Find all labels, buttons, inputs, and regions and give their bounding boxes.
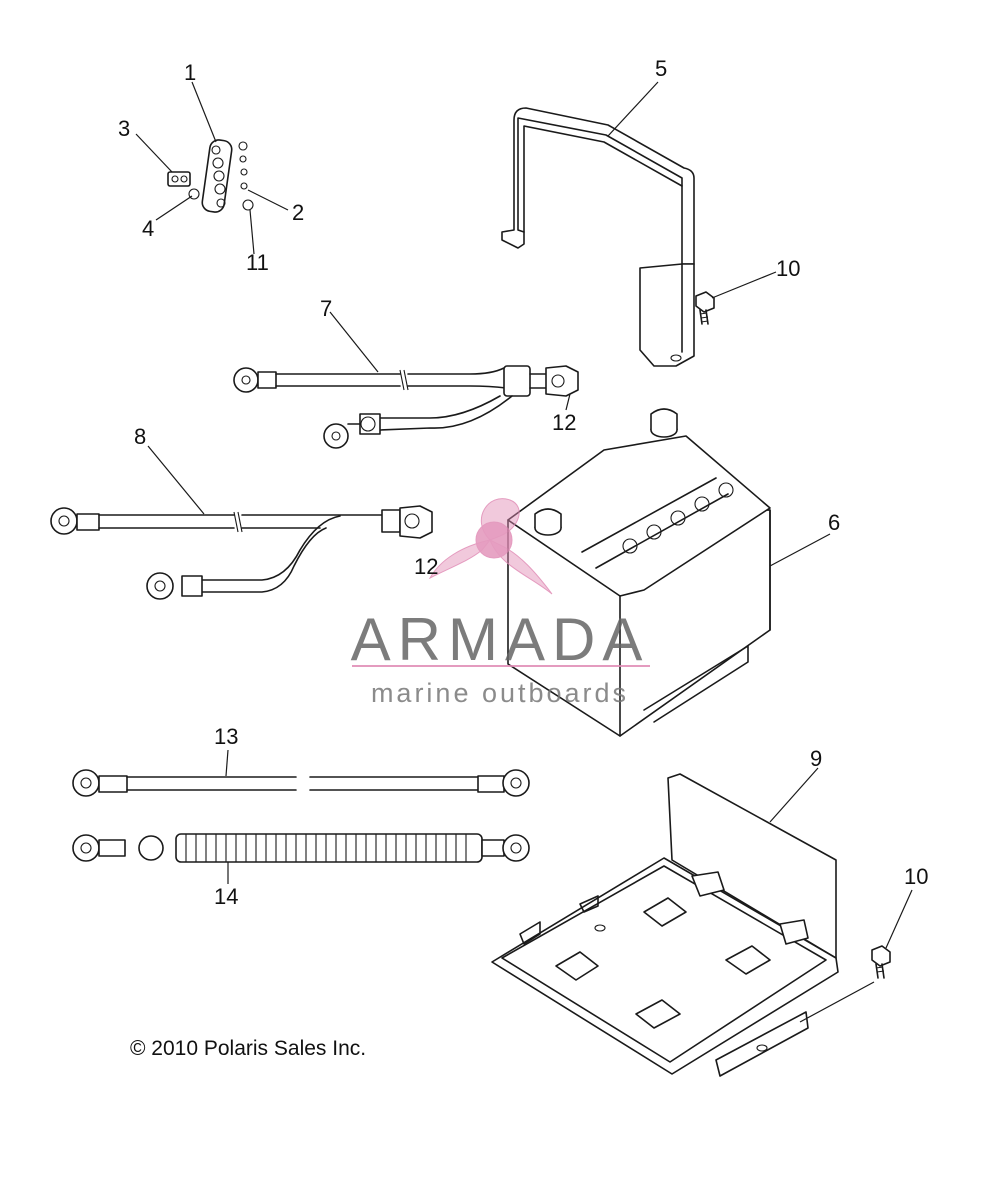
battery-cable-upper: [233, 365, 579, 449]
callout-labels: 1 2 3 4 5 6 7 8 9 10 10 11 12 12 13 14: [118, 56, 928, 909]
callout-3: 3: [118, 116, 130, 141]
armada-watermark: ARMADA marine outboards: [351, 498, 650, 708]
callout-5: 5: [655, 56, 667, 81]
battery-tray: [491, 773, 839, 1077]
battery-strap: [501, 107, 695, 367]
bolt-lower: [871, 945, 891, 979]
ground-cable: [72, 769, 530, 797]
battery-cable-lower: [50, 505, 433, 600]
watermark-title: ARMADA: [351, 606, 650, 673]
callout-10-lower: 10: [904, 864, 928, 889]
callout-14: 14: [214, 884, 238, 909]
propeller-logo-icon: [428, 498, 553, 595]
callout-8: 8: [134, 424, 146, 449]
leader-lines: [135, 81, 913, 1023]
callout-6: 6: [828, 510, 840, 535]
copyright-notice: © 2010 Polaris Sales Inc.: [130, 1037, 366, 1060]
callout-2: 2: [292, 200, 304, 225]
bolt-upper: [695, 291, 715, 325]
callout-11: 11: [246, 250, 269, 275]
callout-13: 13: [214, 724, 238, 749]
sleeved-cable: [72, 833, 530, 863]
watermark-subtitle: marine outboards: [371, 678, 629, 708]
callout-10-upper: 10: [776, 256, 800, 281]
callout-4: 4: [142, 216, 154, 241]
callout-12-lower: 12: [414, 554, 438, 579]
battery: [507, 408, 771, 737]
callout-12-upper: 12: [552, 410, 576, 435]
callout-7: 7: [320, 296, 332, 321]
terminal-block-assembly: [167, 139, 254, 213]
callout-9: 9: [810, 746, 822, 771]
callout-1: 1: [184, 60, 196, 85]
